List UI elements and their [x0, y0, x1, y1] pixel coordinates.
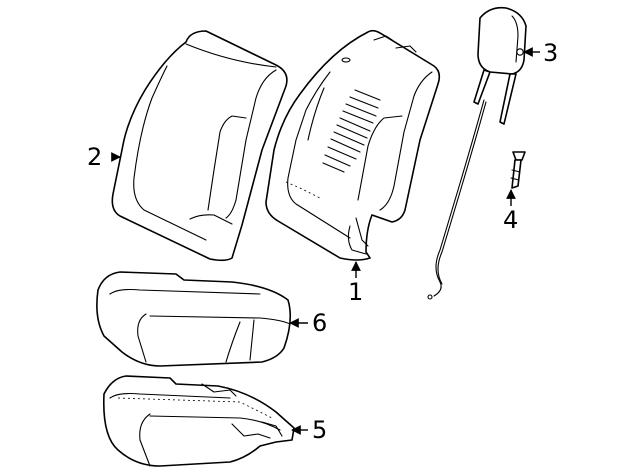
seat-back-frame-part	[265, 29, 441, 261]
callout-5: 5	[312, 416, 327, 444]
callout-1: 1	[348, 278, 363, 306]
vent-slots	[322, 89, 381, 173]
seat-back-cover-part	[111, 30, 288, 262]
callout-4: 4	[503, 206, 518, 234]
headrest-part	[473, 6, 527, 125]
callout-3: 3	[543, 39, 558, 67]
callout-6: 6	[312, 309, 327, 337]
seat-cushion-cover-part	[96, 271, 292, 367]
release-cable	[427, 99, 487, 300]
seat-cushion-frame-part	[102, 375, 295, 467]
headrest-guide-part	[510, 151, 526, 189]
callout-2: 2	[87, 143, 102, 171]
callout-leaders	[111, 47, 540, 435]
